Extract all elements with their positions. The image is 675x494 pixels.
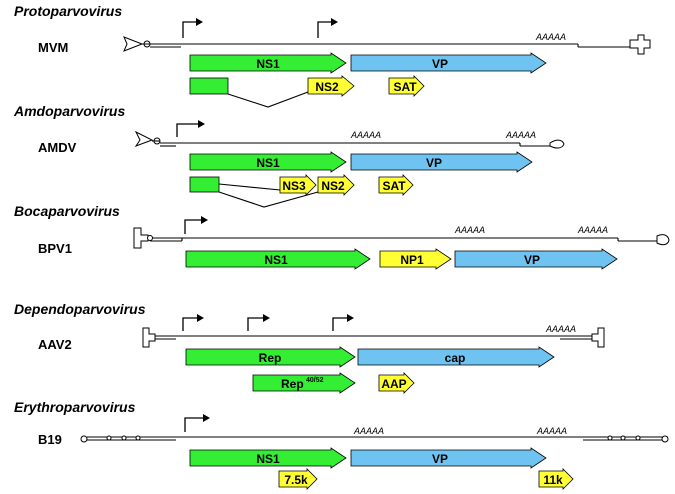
- gene-label: NS2: [321, 179, 345, 193]
- row-amdoparvovirus: Amdoparvovirus AMDV AAAAA AAAAA NS1 VP: [13, 103, 565, 208]
- gene-label: VP: [432, 452, 448, 466]
- right-hairpin-terminus: [629, 34, 651, 55]
- gene-label: VP: [426, 156, 442, 170]
- left-hairpin-terminus: [133, 227, 149, 249]
- virus-label: BPV1: [38, 241, 72, 256]
- gene-label: NS3: [282, 179, 306, 193]
- gene-sat: SAT: [378, 174, 414, 196]
- gene-label: NP1: [400, 253, 424, 267]
- gene-ns1: NS1: [189, 447, 347, 469]
- gene-np1: NP1: [379, 248, 452, 270]
- left-hairpin-terminus: [142, 327, 156, 348]
- promoter-arrow: [184, 216, 208, 234]
- virus-label: B19: [38, 432, 62, 447]
- row-dependoparvovirus: Dependoparvovirus AAV2 AAAAA Rep: [14, 301, 605, 394]
- right-hairpin-terminus: [591, 327, 605, 348]
- gene-vp: VP: [350, 447, 547, 469]
- gene-label: Rep: [281, 377, 304, 391]
- splice-line: [218, 183, 281, 191]
- gene-ns1: NS1: [185, 248, 371, 270]
- polya-signal: AAAAA: [536, 426, 567, 436]
- gene-label: VP: [432, 57, 448, 71]
- gene-rep-40-52: Rep 40/52: [252, 372, 356, 394]
- splice-line: [218, 191, 319, 208]
- polya-signal: AAAAA: [535, 32, 566, 42]
- gene-ns2: NS2: [307, 75, 355, 97]
- gene-label: NS1: [256, 156, 280, 170]
- gene-7-5k: 7.5k: [278, 468, 318, 490]
- polya-signal: AAAAA: [353, 426, 384, 436]
- gene-ns1: NS1: [189, 52, 347, 74]
- genus-label: Dependoparvovirus: [14, 301, 146, 317]
- left-hairpin-terminus: [123, 36, 144, 52]
- polya-signal: AAAAA: [505, 130, 536, 140]
- promoter-arrow: [182, 18, 203, 38]
- gene-sat: SAT: [388, 75, 425, 97]
- genome-line: [80, 435, 669, 443]
- ns2-exon1: [189, 77, 229, 95]
- left-hairpin-terminus: [134, 130, 154, 148]
- row-erythroparvovirus: Erythroparvovirus B19 AAAAA AAAAA NS1: [14, 399, 669, 490]
- row-bocaparvovirus: Bocaparvovirus BPV1 AAAAA AAAAA NS1 NP1: [14, 203, 670, 270]
- polya-signal: AAAAA: [350, 130, 381, 140]
- virus-label: MVM: [38, 40, 68, 55]
- gene-label: cap: [445, 351, 466, 365]
- genus-label: Bocaparvovirus: [14, 203, 120, 219]
- gene-11k: 11k: [538, 468, 574, 490]
- right-terminus-knob: [661, 435, 669, 443]
- gene-label: Rep: [259, 351, 282, 365]
- gene-label-superscript: 40/52: [306, 377, 324, 384]
- genus-label: Protoparvovirus: [14, 3, 122, 19]
- promoter-arrow: [182, 314, 204, 331]
- polya-signal: AAAAA: [454, 225, 485, 235]
- genus-label: Amdoparvovirus: [13, 103, 125, 119]
- left-terminus-knob: [80, 435, 88, 443]
- gene-vp: VP: [350, 151, 533, 173]
- virus-label: AMDV: [38, 140, 77, 155]
- promoter-arrow: [176, 120, 205, 137]
- splice-line: [227, 91, 309, 108]
- row-protoparvovirus: Protoparvovirus MVM AAAAA NS1 VP: [14, 3, 651, 108]
- gene-label: NS1: [256, 57, 280, 71]
- gene-label: AAP: [381, 377, 406, 391]
- gene-ns2: NS2: [317, 174, 355, 196]
- polya-signal: AAAAA: [545, 324, 576, 334]
- promoter-arrow: [332, 314, 354, 331]
- promoter-arrow: [247, 314, 270, 331]
- ns2-exon1: [189, 176, 220, 193]
- gene-ns3: NS3: [279, 174, 317, 196]
- virus-label: AAV2: [38, 337, 72, 352]
- gene-aap: AAP: [378, 372, 415, 394]
- promoter-arrow: [317, 18, 338, 38]
- genome-line: [123, 34, 651, 55]
- gene-vp: VP: [350, 52, 547, 74]
- gene-vp: VP: [454, 248, 618, 270]
- gene-label: VP: [524, 253, 540, 267]
- gene-label: NS1: [264, 253, 288, 267]
- genome-line: [142, 327, 605, 348]
- polya-signal: AAAAA: [577, 225, 608, 235]
- right-hairpin-terminus: [549, 139, 565, 149]
- genome-line: [133, 227, 670, 249]
- gene-label: NS2: [315, 80, 339, 94]
- left-terminus-knob: [147, 235, 153, 241]
- right-hairpin-terminus: [656, 234, 670, 246]
- genome-line: [134, 130, 565, 149]
- promoter-arrow: [184, 414, 210, 432]
- gene-label: 11k: [543, 473, 563, 487]
- genus-label: Erythroparvovirus: [14, 399, 136, 415]
- gene-cap: cap: [357, 346, 555, 368]
- gene-label: 7.5k: [284, 473, 308, 487]
- gene-rep: Rep: [185, 346, 356, 368]
- gene-label: NS1: [256, 452, 280, 466]
- gene-label: SAT: [382, 179, 406, 193]
- gene-label: SAT: [393, 80, 417, 94]
- gene-ns1: NS1: [189, 151, 347, 173]
